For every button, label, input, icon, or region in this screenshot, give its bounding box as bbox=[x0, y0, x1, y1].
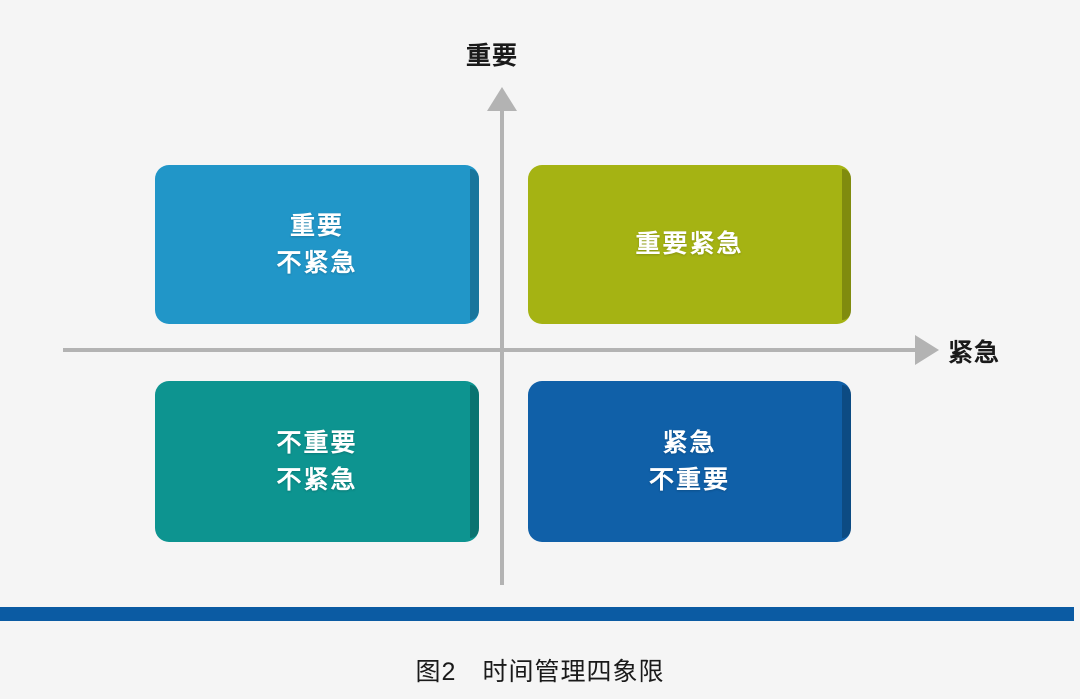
y-axis-line bbox=[500, 96, 504, 585]
quadrant-label-line-1: 紧急 bbox=[662, 429, 717, 458]
figure-caption: 图2 时间管理四象限 bbox=[415, 658, 665, 686]
quadrant-label-line-2: 不紧急 bbox=[276, 465, 358, 494]
quadrant-label-line-2: 不重要 bbox=[648, 465, 730, 494]
quadrant-label-line-1: 重要紧急 bbox=[635, 230, 744, 259]
quadrant-label-line-1: 不重要 bbox=[276, 429, 358, 458]
quadrant-label-line-1: 重要 bbox=[289, 212, 344, 241]
y-axis-label: 重要 bbox=[466, 42, 519, 70]
x-axis-line bbox=[63, 348, 925, 352]
quadrant-not-important-not-urgent[interactable]: 不重要 不紧急 bbox=[155, 381, 479, 542]
quadrant-important-not-urgent[interactable]: 重要 不紧急 bbox=[155, 165, 479, 324]
quadrant-label-line-2: 不紧急 bbox=[276, 248, 358, 277]
footer-divider bbox=[0, 607, 1074, 621]
x-axis-label: 紧急 bbox=[948, 339, 1001, 367]
arrow-up-icon bbox=[487, 87, 517, 111]
quadrant-important-urgent[interactable]: 重要紧急 bbox=[528, 165, 851, 324]
quadrant-urgent-not-important[interactable]: 紧急 不重要 bbox=[528, 381, 851, 542]
arrow-right-icon bbox=[915, 335, 939, 365]
